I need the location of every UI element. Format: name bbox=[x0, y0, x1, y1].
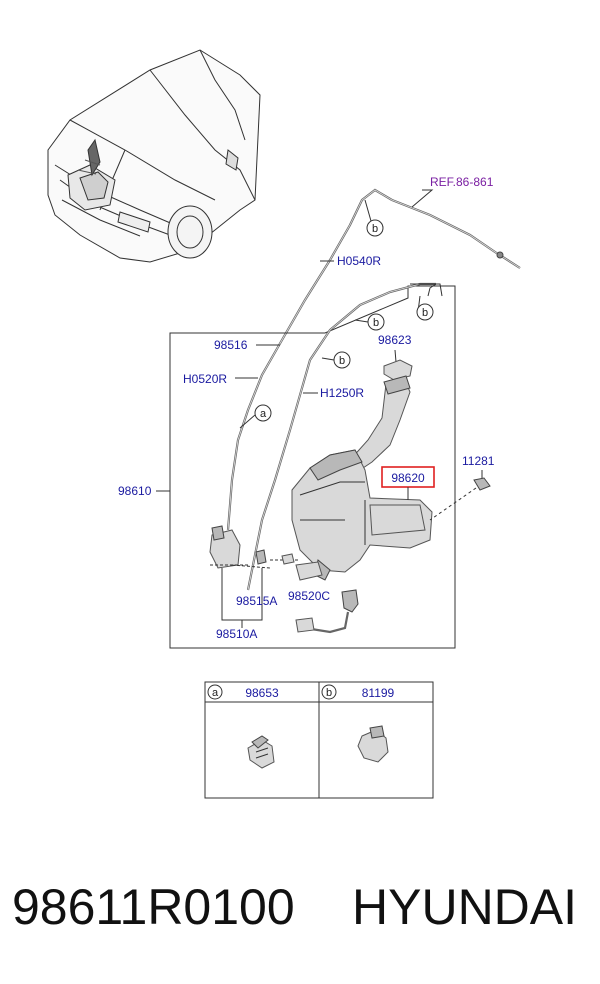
connector bbox=[295, 561, 323, 581]
legend-a-key: a bbox=[212, 687, 219, 699]
p98510a-label: 98510A bbox=[216, 627, 257, 641]
callout-b-text: b bbox=[372, 223, 378, 235]
legend-b-key: b bbox=[326, 687, 332, 699]
clip-b-illustration bbox=[357, 725, 389, 763]
p98515a-label: 98515A bbox=[236, 594, 277, 608]
washer-pump bbox=[209, 525, 271, 569]
svg-text:b: b bbox=[422, 307, 428, 319]
svg-text:b: b bbox=[339, 355, 345, 367]
filler-cap bbox=[383, 359, 413, 381]
p98516-label: 98516 bbox=[214, 338, 248, 352]
part-number: 98611R0100 bbox=[12, 879, 295, 935]
p98620-label: 98620 bbox=[391, 471, 425, 485]
legend-a-part: 98653 bbox=[245, 686, 279, 700]
p11281-label: 11281 bbox=[462, 454, 495, 468]
p98623-label: 98623 bbox=[378, 333, 412, 347]
callout-a-text: a bbox=[260, 408, 267, 420]
clip bbox=[255, 549, 267, 565]
ref-hose-assembly bbox=[391, 189, 521, 269]
level-sensor bbox=[341, 589, 359, 613]
callout-b-circle bbox=[366, 219, 384, 237]
washer-reservoir bbox=[291, 375, 433, 581]
ref-label: REF.86-861 bbox=[430, 175, 494, 189]
h0540r-label: H0540R bbox=[337, 254, 381, 268]
bolt bbox=[473, 477, 491, 491]
h1250r-label: H1250R bbox=[320, 386, 364, 400]
footer: 98611R0100 HYUNDAI bbox=[0, 868, 600, 958]
brand-name: HYUNDAI bbox=[352, 879, 578, 935]
washer-hose-h1250r bbox=[246, 282, 436, 591]
p98610-label: 98610 bbox=[118, 484, 152, 498]
p98520c-label: 98520C bbox=[288, 589, 330, 603]
washer-hose-h0540r bbox=[226, 188, 393, 531]
legend-b-part: 81199 bbox=[362, 686, 395, 700]
h0520r-label: H0520R bbox=[183, 372, 227, 386]
assembly-box bbox=[169, 285, 456, 649]
clip-a-illustration bbox=[247, 735, 275, 769]
legend-table bbox=[204, 681, 434, 799]
vehicle-illustration bbox=[47, 49, 261, 263]
parts-diagram: REF.86-861 H0540R b b b b 98516 98623 H0… bbox=[47, 49, 521, 799]
svg-text:b: b bbox=[373, 317, 379, 329]
